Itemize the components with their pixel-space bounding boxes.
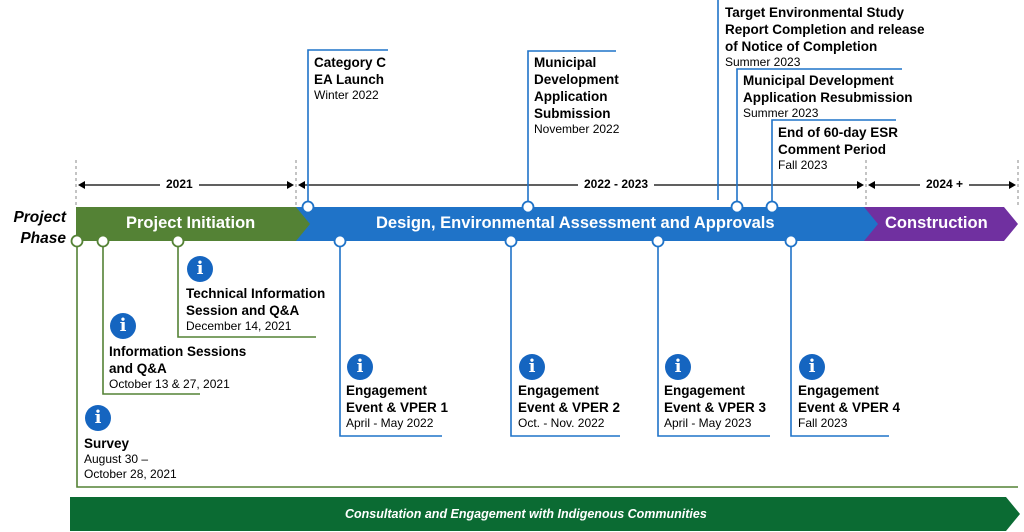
milestone-title: Municipal Development Application Resubm…: [743, 73, 913, 105]
engagement-vper-1: Engagement Event & VPER 1 April - May 20…: [346, 382, 448, 431]
info-icon: i: [187, 256, 213, 282]
info-icon: i: [665, 354, 691, 380]
engagement-connectors: [339, 241, 889, 437]
engagement-vper-3: Engagement Event & VPER 3 April - May 20…: [664, 382, 766, 431]
engagement-title: Information Sessions and Q&A: [109, 344, 247, 376]
engagement-title: Engagement Event & VPER 3: [664, 383, 767, 415]
engagement-survey: Survey August 30 – October 28, 2021: [84, 435, 177, 482]
info-icon: i: [347, 354, 373, 380]
info-icon: i: [799, 354, 825, 380]
milestone-title: Municipal Development Application Submis…: [534, 55, 619, 121]
phase-construction-label: Construction: [885, 214, 988, 232]
engagement-date: Fall 2023: [798, 416, 848, 430]
initiation-connectors: [76, 241, 1018, 488]
engagement-date: October 13 & 27, 2021: [109, 377, 230, 391]
milestone-mda-submission: Municipal Development Application Submis…: [534, 54, 619, 137]
milestone-title: End of 60-day ESR Comment Period: [778, 125, 899, 157]
milestone-title: Category C EA Launch: [314, 55, 387, 87]
milestone-date: Fall 2023: [778, 158, 828, 172]
indigenous-banner-shape: [70, 497, 1020, 531]
milestone-date: November 2022: [534, 122, 620, 136]
engagement-date: December 14, 2021: [186, 319, 292, 333]
indigenous-banner-label: Consultation and Engagement with Indigen…: [345, 507, 707, 521]
phase-initiation-arrow: [76, 207, 312, 241]
phase-design-arrow: [296, 207, 880, 241]
row-label: Project Phase: [13, 209, 66, 247]
info-icon: i: [110, 313, 136, 339]
engagement-date: August 30 – October 28, 2021: [84, 452, 177, 481]
milestone-esr-completion: Target Environmental Study Report Comple…: [725, 4, 925, 70]
info-icon: i: [85, 405, 111, 431]
engagement-date: April - May 2023: [664, 416, 752, 430]
engagement-title: Survey: [84, 436, 130, 451]
engagement-vper-4: Engagement Event & VPER 4 Fall 2023: [798, 382, 900, 431]
period-2022-2023: 2022 - 2023: [578, 177, 655, 191]
engagement-date: April - May 2022: [346, 416, 434, 430]
engagement-info-sessions: Information Sessions and Q&A October 13 …: [109, 343, 246, 392]
phase-construction-arrow: [864, 207, 1018, 241]
period-separators: [75, 160, 1019, 205]
engagement-vper-2: Engagement Event & VPER 2 Oct. - Nov. 20…: [518, 382, 620, 431]
milestone-date: Winter 2022: [314, 88, 379, 102]
milestone-connectors: [307, 0, 902, 207]
milestone-esr-comment-end: End of 60-day ESR Comment Period Fall 20…: [778, 124, 898, 173]
engagement-date: Oct. - Nov. 2022: [518, 416, 605, 430]
milestone-ea-launch: Category C EA Launch Winter 2022: [314, 54, 386, 103]
phase-design-label: Design, Environmental Assessment and App…: [376, 214, 775, 232]
period-2024: 2024 +: [920, 177, 970, 191]
engagement-title: Engagement Event & VPER 4: [798, 383, 901, 415]
arrowheads: [78, 181, 1016, 189]
milestone-date: Summer 2023: [725, 55, 801, 69]
info-icon: i: [519, 354, 545, 380]
milestone-title: Target Environmental Study Report Comple…: [725, 5, 925, 54]
phase-initiation-label: Project Initiation: [126, 214, 256, 232]
engagement-tech-session: Technical Information Session and Q&A De…: [186, 285, 325, 334]
engagement-title: Engagement Event & VPER 1: [346, 383, 449, 415]
engagement-title: Engagement Event & VPER 2: [518, 383, 621, 415]
milestone-mda-resubmission: Municipal Development Application Resubm…: [743, 72, 913, 121]
period-2021: 2021: [160, 177, 199, 191]
engagement-title: Technical Information Session and Q&A: [186, 286, 326, 318]
milestone-date: Summer 2023: [743, 106, 819, 120]
milestone-markers: [70, 200, 798, 248]
